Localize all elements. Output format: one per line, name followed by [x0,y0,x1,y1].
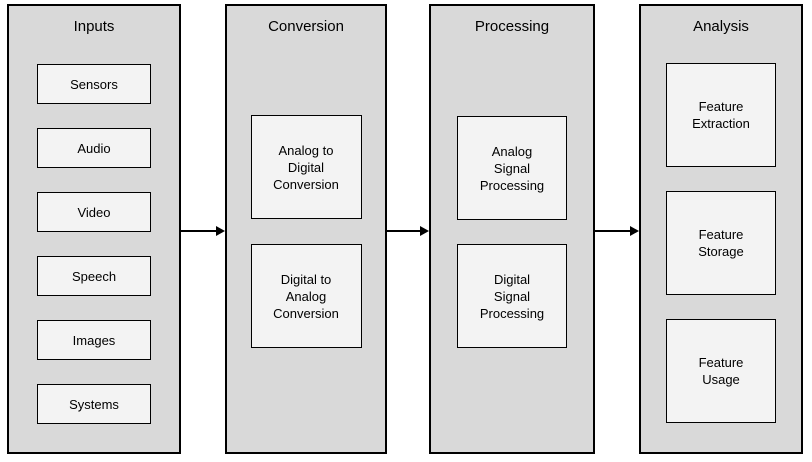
diagram-node: Analog to Digital Conversion [250,115,362,219]
diagram-node: Video [37,192,151,232]
diagram-node: Sensors [37,64,151,104]
column-title: Processing [474,18,550,35]
column-title: Analysis [693,18,749,35]
diagram-node: Feature Extraction [666,63,776,167]
flow-arrow-inputs-to-conversion [181,226,225,236]
diagram-node: Feature Storage [666,191,776,295]
diagram-node: Images [37,320,151,360]
diagram-node: Digital Signal Processing [457,244,567,348]
flow-arrow-conversion-to-processing [387,226,429,236]
diagram-node: Analog Signal Processing [457,116,567,220]
diagram-node: Audio [37,128,151,168]
diagram-node: Digital to Analog Conversion [250,244,362,348]
column-title: Conversion [268,18,344,35]
diagram-node: Speech [37,256,151,296]
diagram-node: Feature Usage [666,319,776,423]
flow-arrow-processing-to-analysis [595,226,639,236]
diagram-node: Systems [37,384,151,424]
column-title: Inputs [73,18,115,35]
